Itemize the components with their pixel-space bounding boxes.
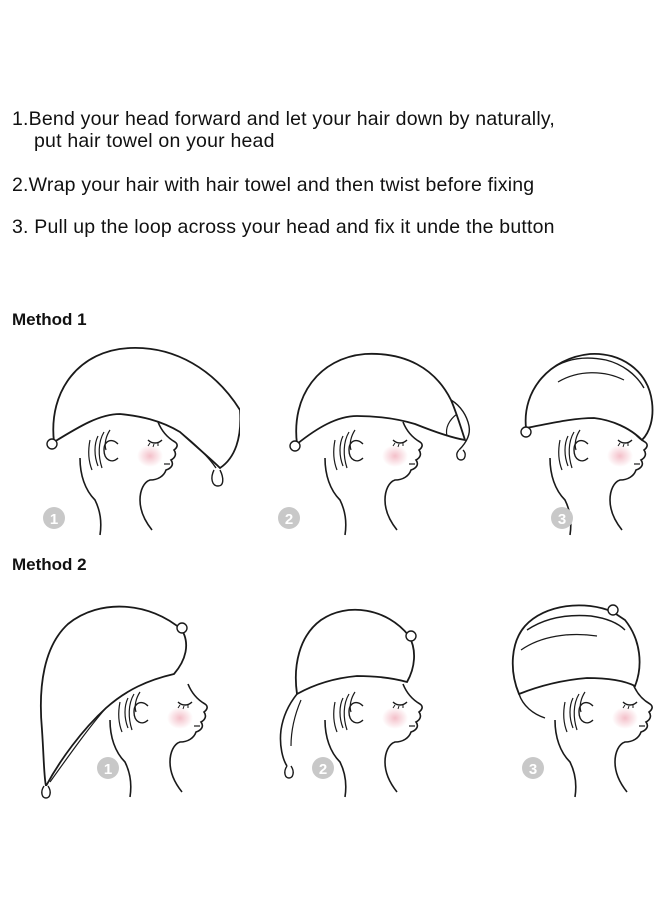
method-2-step-1-badge: 1 (97, 757, 119, 779)
instruction-step-3: 3. Pull up the loop across your head and… (12, 216, 555, 238)
method-2-step-1-illustration: 1 (30, 590, 240, 800)
instruction-step-1-line1: 1.Bend your head forward and let your ha… (12, 108, 555, 130)
method-1-step-1-badge: 1 (43, 507, 65, 529)
method-1-label: Method 1 (12, 310, 87, 329)
svg-text:1: 1 (50, 511, 58, 528)
svg-text:1: 1 (104, 761, 112, 778)
instruction-step-1: 1.Bend your head forward and let your ha… (12, 108, 555, 152)
method-2-step-2-badge: 2 (312, 757, 334, 779)
method-2-step-3-illustration: 3 (505, 590, 660, 800)
instruction-step-1-line2: put hair towel on your head (34, 130, 275, 152)
method-2-label: Method 2 (12, 555, 87, 574)
method-1-step-3-badge: 3 (551, 507, 573, 529)
svg-text:2: 2 (285, 511, 293, 528)
instruction-step-2: 2.Wrap your hair with hair towel and the… (12, 174, 534, 196)
method-1-step-1-illustration: 1 (30, 340, 240, 540)
method-2-step-2-illustration: 2 (275, 590, 435, 800)
method-1-step-3-illustration: 3 (520, 340, 660, 540)
method-1-step-2-badge: 2 (278, 507, 300, 529)
instruction-step-3-text: 3. Pull up the loop across your head and… (12, 216, 555, 238)
method-1-step-2-illustration: 2 (275, 340, 485, 540)
instruction-step-2-text: 2.Wrap your hair with hair towel and the… (12, 174, 535, 196)
svg-text:3: 3 (529, 761, 537, 778)
svg-text:3: 3 (558, 511, 566, 528)
method-2-step-3-badge: 3 (522, 757, 544, 779)
svg-text:2: 2 (319, 761, 327, 778)
